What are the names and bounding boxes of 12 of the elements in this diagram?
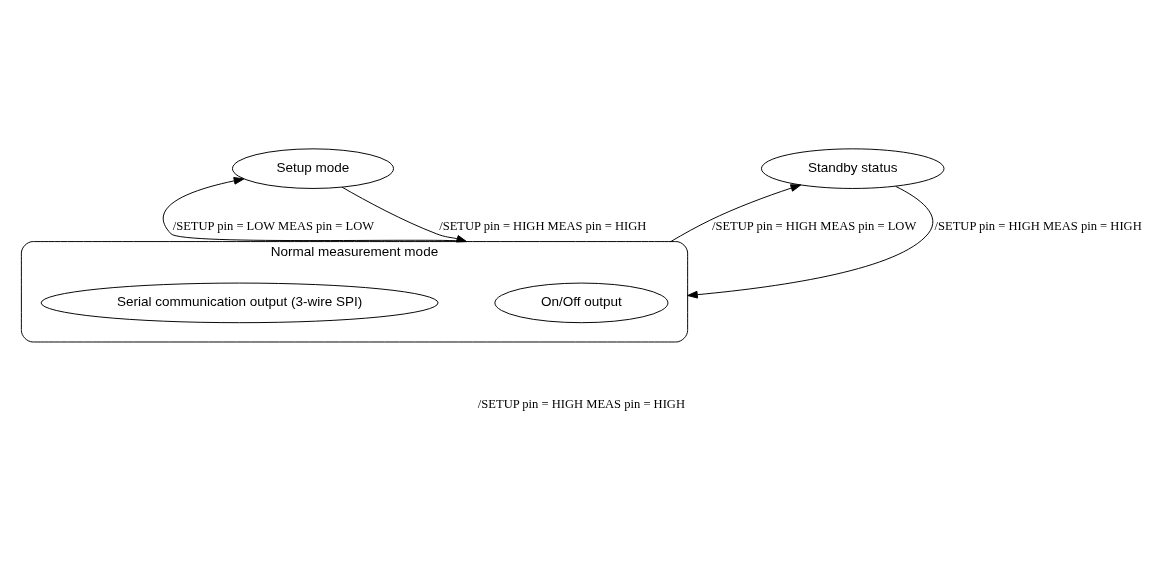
- edge-label: /SETUP pin = HIGH MEAS pin = LOW: [711, 219, 917, 234]
- arrow: [163, 177, 467, 243]
- edge-label: /SETUP pin = HIGH MEAS pin = HIGH: [439, 219, 647, 234]
- arrow: [687, 185, 934, 299]
- edge-label: /SETUP pin = HIGH MEAS pin = HIGH: [934, 219, 1142, 234]
- node-ellipse: Standby status: [761, 148, 945, 189]
- label: /SETUP pin = HIGH MEAS pin = HIGH: [477, 397, 685, 412]
- edge-label: /SETUP pin = LOW MEAS pin = LOW: [172, 219, 375, 234]
- arrow: [341, 186, 467, 243]
- arrow: [670, 184, 802, 243]
- node-ellipse: On/Off output: [494, 282, 669, 324]
- node-ellipse: Serial communication output (3-wire SPI): [40, 282, 439, 324]
